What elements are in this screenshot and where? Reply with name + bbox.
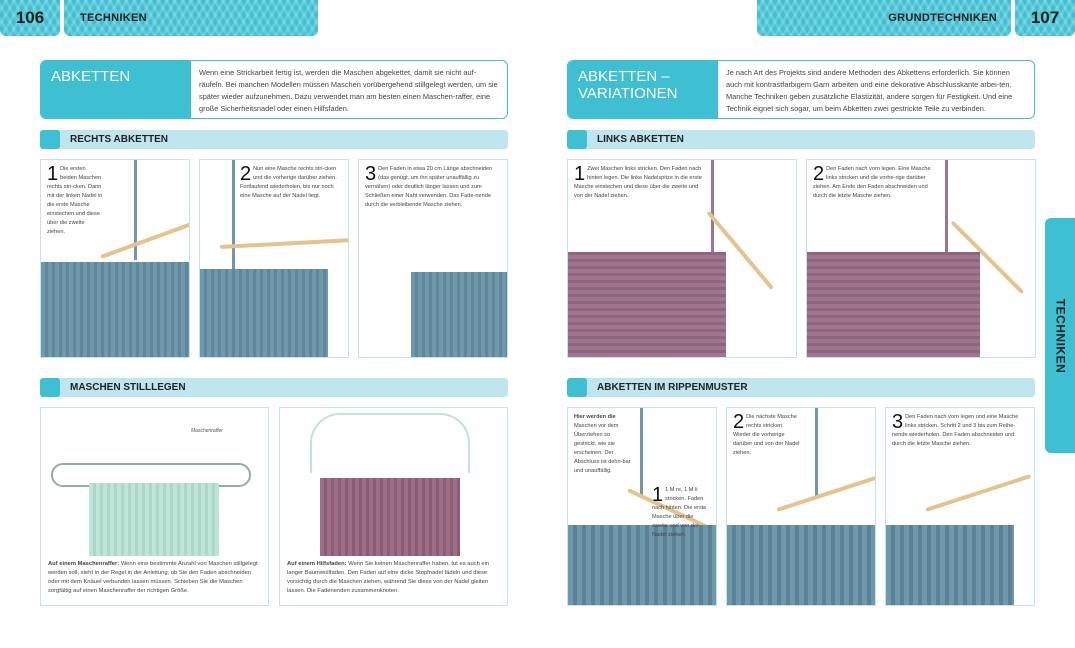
step-text: Zwei Maschen links stricken. Den Faden n… xyxy=(574,166,702,199)
step-text: 1 M re, 1 M li stricken. Faden nach hint… xyxy=(652,487,707,538)
caption-text: Wenn Sie keinen Maschenraffer haben, tut… xyxy=(287,561,490,594)
step-text: Nun eine Masche rechts stri-cken und die… xyxy=(240,166,337,199)
running-title-right: GRUNDTECHNIKEN xyxy=(757,0,1011,36)
intro-title: ABKETTEN – VARIATIONEN xyxy=(568,61,718,118)
step-number: 1 xyxy=(652,484,664,506)
step-number: 3 xyxy=(365,163,377,185)
step-number: 2 xyxy=(813,163,825,185)
knitting-photo xyxy=(727,525,875,605)
step-panel-rippen-1: Hier werden die Maschen vor dem Überzieh… xyxy=(567,407,717,606)
intro-variationen: ABKETTEN – VARIATIONEN Je nach Art des P… xyxy=(567,60,1035,119)
intro-title: ABKETTEN xyxy=(41,61,191,118)
side-tab-label: TECHNIKEN xyxy=(1053,298,1068,373)
running-title-left: TECHNIKEN xyxy=(64,0,318,36)
knitting-photo xyxy=(41,262,189,357)
knitting-photo xyxy=(200,269,328,357)
section-rechts-abketten: RECHTS ABKETTEN xyxy=(40,130,508,149)
page-number-right: 107 xyxy=(1015,0,1075,36)
knitting-photo xyxy=(568,252,726,357)
photo-label: Maschenraffer xyxy=(191,428,223,434)
step-number: 3 xyxy=(892,411,904,433)
step-number: 2 xyxy=(240,163,252,185)
step-number: 2 xyxy=(733,411,745,433)
step-text: Die ersten beiden Maschen rechts stri-ck… xyxy=(47,166,103,235)
section-maschen-stilllegen: MASCHEN STILLLEGEN xyxy=(40,378,508,397)
knitting-photo xyxy=(568,525,716,605)
caption: Auf einem Maschenraffer: Wenn eine besti… xyxy=(41,556,268,600)
caption: Auf einem Hilfsfaden: Wenn Sie keinen Ma… xyxy=(280,556,507,600)
intro-text: Wenn eine Strickarbeit fertig ist, werde… xyxy=(199,68,498,113)
knitting-photo xyxy=(807,252,980,357)
section-title: ABKETTEN IM RIPPENMUSTER xyxy=(597,382,748,393)
knitting-photo xyxy=(320,478,460,556)
section-rippenmuster: ABKETTEN IM RIPPENMUSTER xyxy=(567,378,1035,397)
step-text: Die nächste Masche rechts stricken. Wied… xyxy=(733,414,800,456)
section-title: RECHTS ABKETTEN xyxy=(70,134,168,145)
knitting-photo xyxy=(89,483,219,556)
step-number: 1 xyxy=(574,163,586,185)
side-tab[interactable]: TECHNIKEN xyxy=(1045,218,1075,453)
note-text: Maschen vor dem Überziehen so gestrickt,… xyxy=(574,423,631,474)
photo-panel-hilfsfaden: Auf einem Hilfsfaden: Wenn Sie keinen Ma… xyxy=(279,407,508,606)
knitting-photo xyxy=(886,525,1014,605)
caption-bold: Auf einem Hilfsfaden: xyxy=(287,561,347,567)
intro-text: Je nach Art des Projekts sind andere Met… xyxy=(726,68,1013,113)
caption-text: Wenn eine bestimmte Anzahl von Maschen s… xyxy=(48,561,258,594)
section-links-abketten: LINKS ABKETTEN xyxy=(567,130,1035,149)
caption-bold: Auf einem Maschenraffer: xyxy=(48,561,120,567)
section-title: MASCHEN STILLLEGEN xyxy=(70,382,186,393)
photo-panel-maschenraffer: Maschenraffer Auf einem Maschenraffer: W… xyxy=(40,407,269,606)
page-number-left: 106 xyxy=(0,0,60,36)
step-text: Den Faden nach vorn legen. Eine Masche l… xyxy=(813,166,931,199)
step-number: 1 xyxy=(47,163,59,185)
section-title: LINKS ABKETTEN xyxy=(597,134,684,145)
knitting-photo xyxy=(411,272,507,357)
step-text: Den Faden nach vorn legen und eine Masch… xyxy=(892,414,1019,447)
step-text: Den Faden in etwa 20 cm Länge abschneide… xyxy=(365,166,493,208)
intro-abketten: ABKETTEN Wenn eine Strickarbeit fertig i… xyxy=(40,60,508,119)
note-bold: Hier werden die xyxy=(574,414,616,420)
